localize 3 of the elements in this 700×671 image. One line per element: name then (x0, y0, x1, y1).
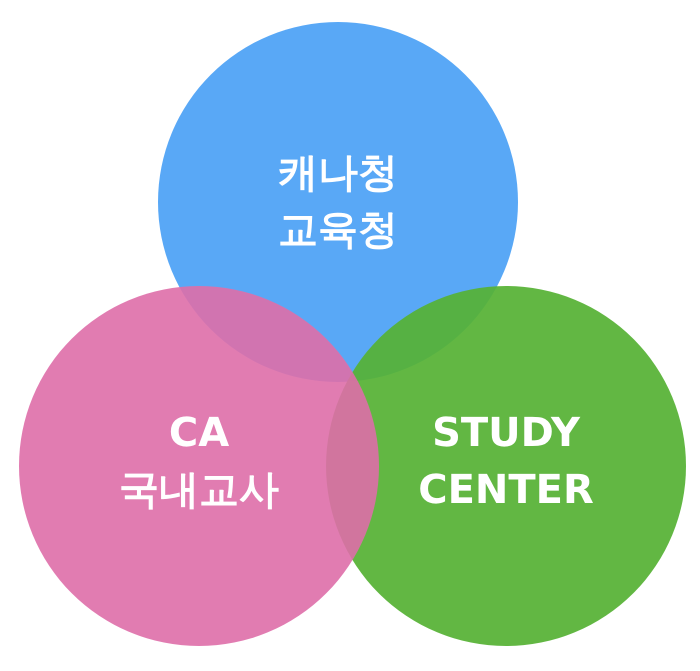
circle-label: CA 국내교사 (119, 409, 279, 515)
circle-label: 캐나청 교육청 (278, 149, 398, 255)
circle-label: STUDY CENTER (418, 409, 594, 515)
